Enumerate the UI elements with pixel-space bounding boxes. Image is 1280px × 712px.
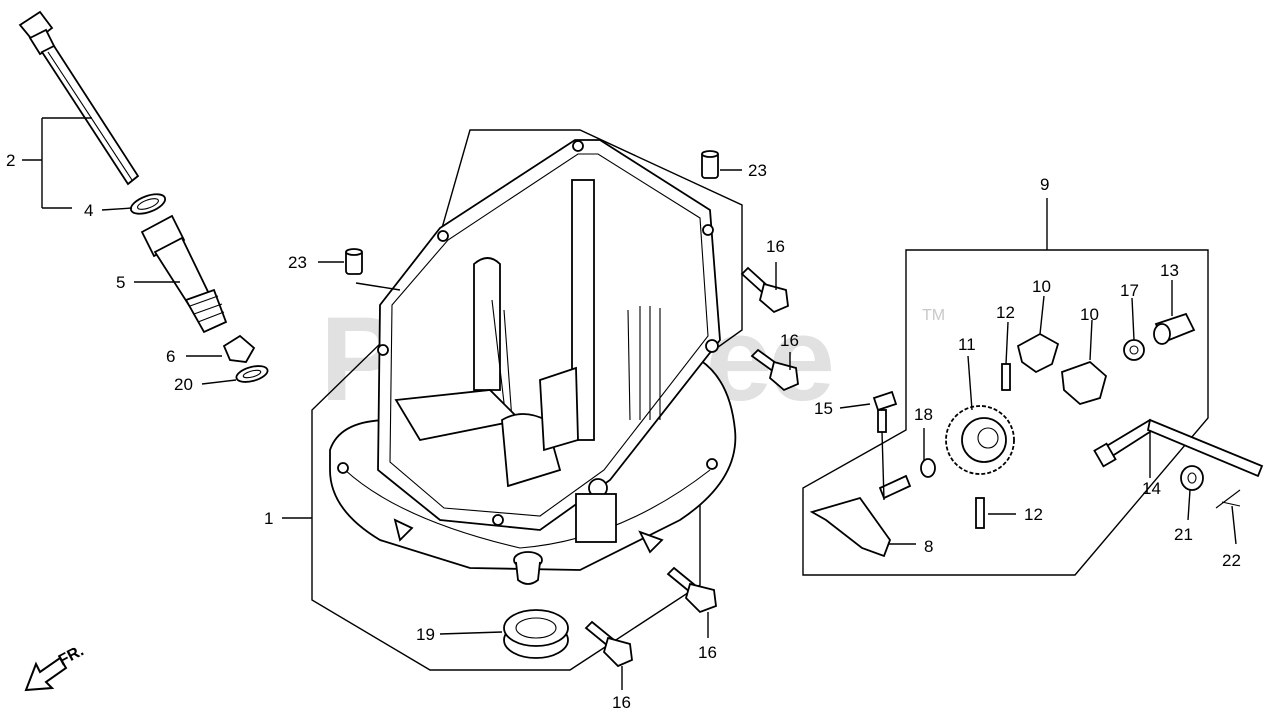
washer-part-18[interactable] <box>920 458 936 478</box>
callout-22: 22 <box>1222 551 1241 570</box>
pin-part-12-b[interactable] <box>975 497 985 529</box>
clip-part-6[interactable] <box>222 334 256 363</box>
callout-16-b: 16 <box>780 331 799 350</box>
callout-9: 9 <box>1040 175 1049 194</box>
callout-16-c: 16 <box>698 643 717 662</box>
callout-6: 6 <box>166 347 175 366</box>
front-direction-indicator: FR. <box>24 642 87 692</box>
bolt-part-15[interactable] <box>872 390 898 433</box>
callout-12-top: 12 <box>996 303 1015 322</box>
callout-23-left: 23 <box>288 253 307 272</box>
callout-10-a: 10 <box>1032 277 1051 296</box>
callout-19: 19 <box>416 625 435 644</box>
callout-11: 11 <box>958 335 976 354</box>
dowel-pin-part-23-a[interactable] <box>701 150 719 179</box>
dipstick-assembly <box>18 10 270 385</box>
callouts: 2 4 5 6 20 1 23 23 16 16 19 16 16 9 15 1… <box>6 151 1241 712</box>
bolt-part-16-a[interactable] <box>740 266 789 314</box>
callout-15: 15 <box>814 399 833 418</box>
callout-8: 8 <box>924 537 933 556</box>
weight-part-10-a[interactable] <box>1016 332 1060 374</box>
dowel-pin-part-23-b[interactable] <box>345 248 363 275</box>
governor-assembly <box>802 249 1264 576</box>
washer-part-21[interactable] <box>1180 465 1204 491</box>
seal-part-20[interactable] <box>235 363 270 385</box>
callout-23-top: 23 <box>748 161 767 180</box>
bolt-part-16-c[interactable] <box>666 566 717 614</box>
callout-16-a: 16 <box>766 237 785 256</box>
o-ring-part-4[interactable] <box>128 190 167 217</box>
oil-seal-part-19[interactable] <box>503 609 569 659</box>
watermark-tm: TM <box>922 307 945 324</box>
callout-14: 14 <box>1142 479 1161 498</box>
callout-5: 5 <box>116 273 125 292</box>
bolt-part-16-d[interactable] <box>584 620 633 668</box>
slider-part-13[interactable] <box>1153 312 1196 345</box>
crankcase-cover-part-1[interactable] <box>311 129 743 671</box>
governor-arm-part-8[interactable] <box>809 496 892 558</box>
clip-part-22[interactable] <box>1215 489 1241 509</box>
callout-16-d: 16 <box>612 693 631 712</box>
callout-1: 1 <box>264 509 273 528</box>
arrow-down-left-icon <box>24 656 68 692</box>
callout-4: 4 <box>84 201 93 220</box>
callout-13: 13 <box>1160 261 1179 280</box>
callout-12-bottom: 12 <box>1024 505 1043 524</box>
bolt-part-16-b[interactable] <box>750 348 799 392</box>
leader-lines <box>22 117 1237 690</box>
governor-shaft-part-14[interactable] <box>1093 418 1264 478</box>
weight-part-10-b[interactable] <box>1061 360 1108 406</box>
callout-2: 2 <box>6 151 15 170</box>
callout-18: 18 <box>914 405 933 424</box>
callout-21: 21 <box>1174 525 1193 544</box>
filler-tube-part-5[interactable] <box>140 214 228 334</box>
pin-part-12-a[interactable] <box>1001 363 1011 391</box>
callout-17: 17 <box>1120 281 1139 300</box>
callout-20: 20 <box>174 375 193 394</box>
washer-part-17[interactable] <box>1123 339 1145 361</box>
dipstick-part-2[interactable] <box>18 10 140 186</box>
callout-10-b: 10 <box>1080 305 1099 324</box>
governor-gear-part-11[interactable] <box>945 405 1015 475</box>
